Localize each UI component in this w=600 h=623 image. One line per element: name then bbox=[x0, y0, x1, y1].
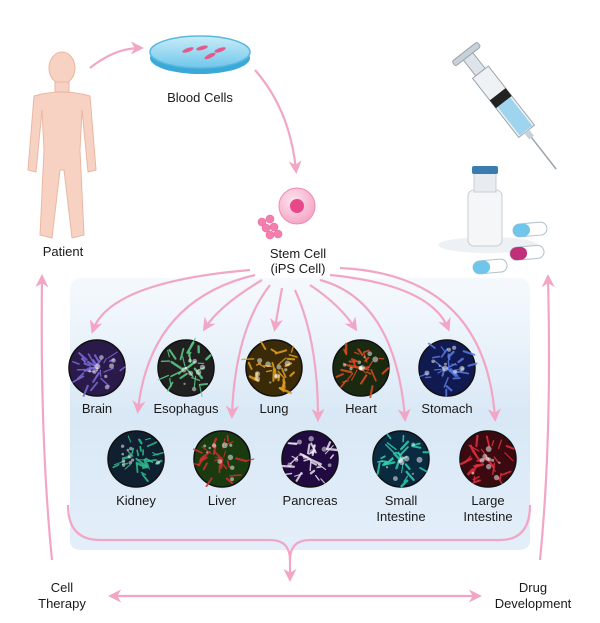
liver-tissue-icon bbox=[193, 430, 255, 488]
patient-figure bbox=[27, 51, 97, 239]
arrow-blood-to-stem bbox=[254, 69, 302, 174]
arrow-to-heart bbox=[309, 284, 358, 332]
arrow-to-esophagus bbox=[202, 279, 263, 332]
drug-development-label: Drug bbox=[519, 580, 547, 595]
arrow-to-lung bbox=[270, 287, 284, 332]
arrow-to-small-intestine bbox=[319, 278, 411, 422]
cell-therapy-sublabel: Therapy bbox=[38, 596, 86, 611]
organ-label: Large bbox=[471, 493, 504, 508]
arrow-patient-to-blood bbox=[89, 41, 144, 69]
lung-tissue-icon bbox=[241, 339, 303, 397]
arrow-to-kidney bbox=[132, 273, 256, 414]
organ-item-lung: Lung bbox=[241, 339, 303, 416]
esophagus-tissue-icon bbox=[157, 337, 215, 397]
kidney-tissue-icon bbox=[107, 430, 165, 488]
syringe-icon bbox=[452, 42, 557, 170]
cell-therapy-label: Cell bbox=[51, 580, 74, 595]
vial-icon bbox=[438, 166, 538, 253]
arrow-to-pancreas bbox=[294, 289, 325, 422]
stem-cell-icon bbox=[257, 187, 316, 240]
pancreas-tissue-icon bbox=[280, 430, 341, 488]
organ-label: Liver bbox=[208, 493, 237, 508]
arrow-to-liver bbox=[225, 284, 271, 419]
organ-label: Kidney bbox=[116, 493, 156, 508]
organ-item-liver: Liver bbox=[193, 430, 255, 508]
arrow-to-stomach bbox=[329, 273, 451, 332]
arrow-to-patient bbox=[35, 274, 54, 561]
organ-label: Small bbox=[385, 493, 418, 508]
capsule-pills-icon bbox=[472, 221, 548, 275]
organ-label: Esophagus bbox=[153, 401, 219, 416]
drug-development-sublabel: Development bbox=[495, 596, 572, 611]
patient-label: Patient bbox=[43, 244, 84, 259]
organ-label: Brain bbox=[82, 401, 112, 416]
organ-item-kidney: Kidney bbox=[107, 430, 165, 508]
organ-row-1: Brain Esophagus Lung Heart Stomach bbox=[68, 337, 478, 416]
organ-label: Heart bbox=[345, 401, 377, 416]
organ-sublabel: Intestine bbox=[463, 509, 512, 524]
organ-label: Pancreas bbox=[283, 493, 338, 508]
organ-item-stomach: Stomach bbox=[418, 339, 478, 416]
brain-tissue-icon bbox=[68, 339, 126, 397]
blood-cells-label: Blood Cells bbox=[167, 90, 233, 105]
organ-item-esophagus: Esophagus bbox=[153, 337, 219, 416]
organ-label: Stomach bbox=[421, 401, 472, 416]
large-intestine-tissue-icon bbox=[459, 430, 517, 488]
stem-cell-label: Stem Cell bbox=[270, 246, 326, 261]
stomach-tissue-icon bbox=[418, 339, 478, 397]
heart-tissue-icon bbox=[332, 339, 390, 399]
organ-sublabel: Intestine bbox=[376, 509, 425, 524]
arrow-to-brain bbox=[89, 268, 251, 334]
flow-arrows bbox=[35, 41, 555, 603]
bracket-right bbox=[288, 504, 532, 561]
arrow-to-large-intestine bbox=[339, 266, 501, 422]
small-intestine-tissue-icon bbox=[372, 430, 431, 488]
organ-item-brain: Brain bbox=[68, 339, 126, 416]
organ-item-heart: Heart bbox=[332, 339, 390, 416]
blood-cells-dish-icon bbox=[149, 35, 251, 74]
bracket-left bbox=[66, 504, 292, 561]
organ-label: Lung bbox=[260, 401, 289, 416]
arrow-to-drugs bbox=[538, 274, 555, 561]
organ-item-pancreas: Pancreas bbox=[280, 430, 341, 508]
stem-cell-sublabel: (iPS Cell) bbox=[271, 261, 326, 276]
